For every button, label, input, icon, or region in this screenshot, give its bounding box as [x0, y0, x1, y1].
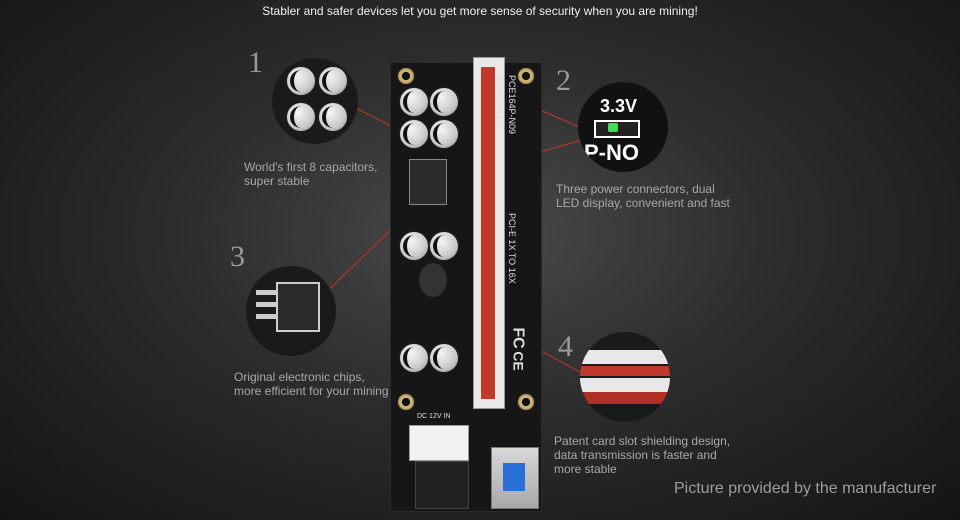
feature-number-3: 3	[230, 240, 245, 273]
ce-mark: CE	[510, 351, 527, 371]
usb-port	[491, 447, 539, 509]
power-label: DC 12V IN	[417, 413, 451, 420]
fc-mark: FC	[509, 327, 527, 349]
slot-zoom	[580, 332, 670, 422]
credit-text: Picture provided by the manufacturer	[674, 480, 937, 497]
feature-number-2: 2	[556, 64, 571, 97]
regulator-chip	[409, 159, 447, 205]
slot-red-stripe	[481, 67, 495, 399]
power-connector-molex	[415, 461, 469, 509]
inductor	[419, 263, 447, 297]
riser-board: PCE164P-N09 V009S-PLUS PCI-E 1X TO 16X F…	[390, 57, 542, 512]
feature-number-1: 1	[248, 46, 263, 79]
feature-caption-4: Patent card slot shielding design,data t…	[554, 434, 731, 476]
headline: Stabler and safer devices let you get mo…	[262, 4, 698, 18]
led-icon	[608, 123, 618, 132]
feature-caption-3: Original electronic chips,more efficient…	[234, 370, 389, 398]
leader-line-2a	[539, 109, 583, 129]
led-zoom: 3.3V P-NO	[578, 82, 668, 172]
leader-line-2b	[539, 139, 583, 153]
board-version: V009S-PLUS	[495, 75, 505, 129]
usb-port-insert	[503, 463, 525, 491]
chip-zoom	[246, 266, 336, 356]
capacitor-zoom	[272, 58, 358, 144]
feature-caption-1: World's first 8 capacitors,super stable	[244, 160, 378, 188]
feature-number-4: 4	[558, 330, 573, 363]
power-connector-6pin	[409, 425, 469, 461]
